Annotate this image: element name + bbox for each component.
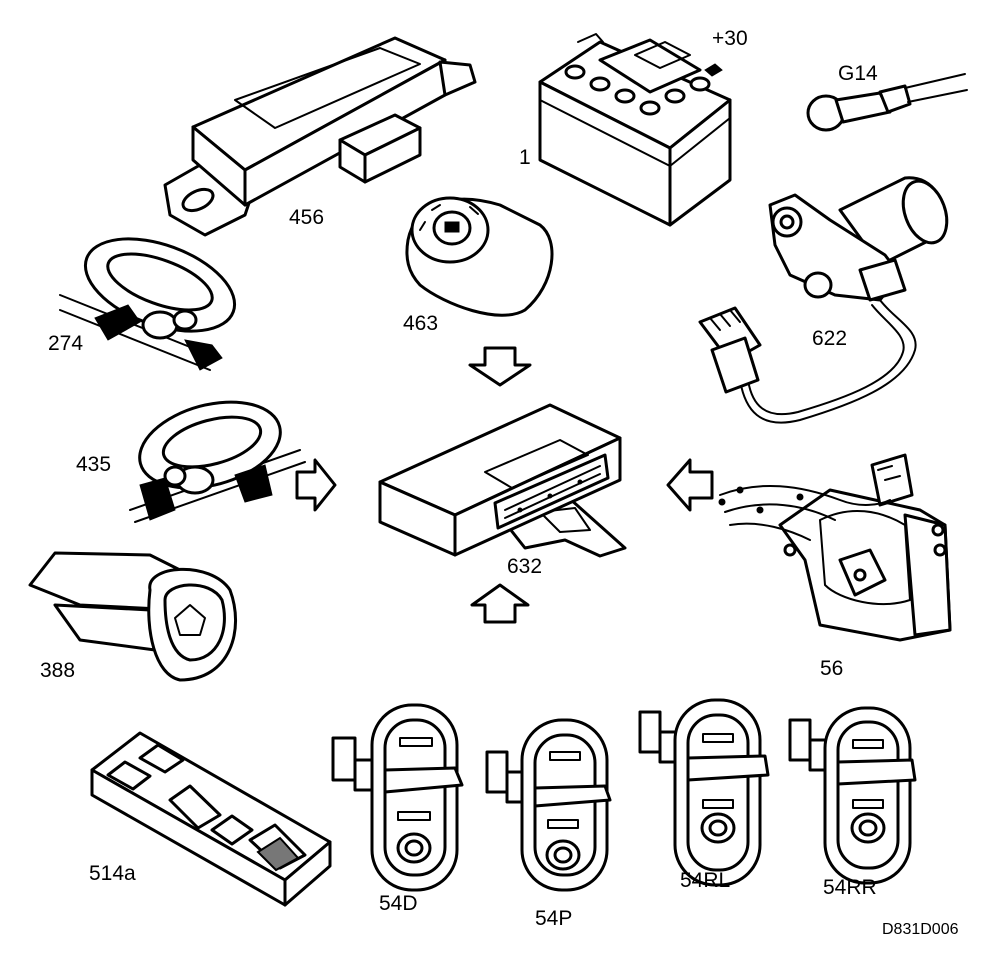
door-switch-54rr [788, 706, 917, 885]
door-switch-54p [485, 718, 612, 892]
trunk-switch-388 [28, 551, 238, 682]
door-handle-435 [129, 400, 306, 523]
label-463: 463 [403, 312, 439, 335]
label-54d: 54D [379, 892, 418, 915]
label-388: 388 [40, 659, 76, 682]
label-54rr: 54RR [823, 876, 877, 899]
arrow-from-top [468, 346, 532, 387]
label-456: 456 [289, 206, 325, 229]
label-622: 622 [812, 327, 848, 350]
label-274: 274 [48, 332, 84, 355]
module-456 [163, 36, 477, 237]
label-56: 56 [820, 657, 844, 680]
label-plus30: +30 [712, 27, 748, 50]
figure-code: D831D006 [882, 921, 959, 938]
arrow-from-bottom [470, 583, 530, 624]
lock-56 [718, 453, 952, 642]
window-switch-panel-514a [90, 731, 332, 907]
label-435: 435 [76, 453, 112, 476]
door-switch-54rl [638, 698, 770, 887]
door-switch-54d [331, 703, 464, 892]
arrow-from-right [666, 458, 714, 512]
ignition-switch-463 [405, 196, 554, 317]
label-54p: 54P [535, 907, 573, 930]
ground-connector-g14 [806, 73, 968, 132]
label-632: 632 [507, 555, 543, 578]
arrow-from-left [295, 458, 337, 512]
control-module-632 [378, 403, 627, 558]
door-handle-274 [59, 237, 237, 371]
battery-1 [538, 33, 732, 227]
motor-622 [698, 176, 949, 424]
label-54rl: 54RL [680, 869, 731, 892]
label-514a: 514a [89, 862, 136, 885]
label-1: 1 [519, 146, 531, 169]
label-g14: G14 [838, 62, 878, 85]
